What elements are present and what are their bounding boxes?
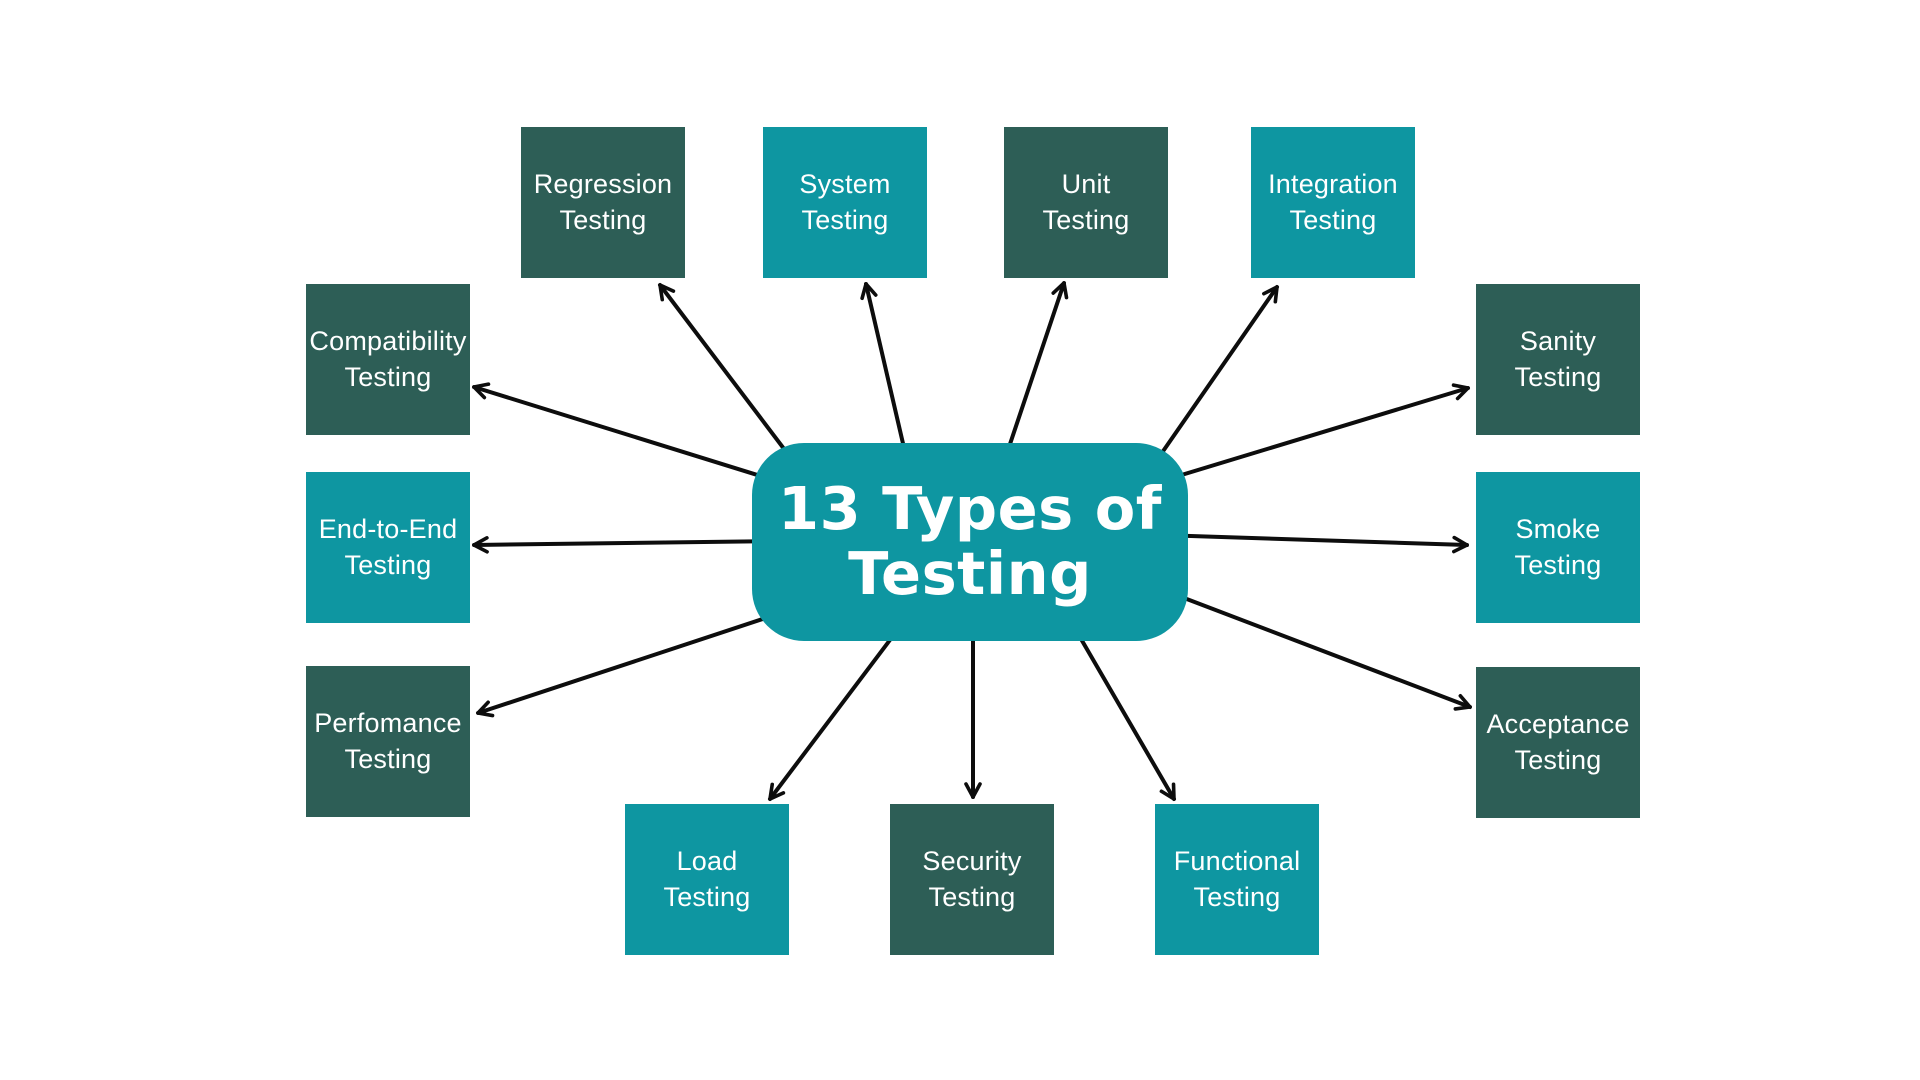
node-label-line2: Testing: [1042, 204, 1130, 235]
node-label-line1: Perfomance: [314, 707, 462, 738]
node-label-line2: Testing: [1514, 549, 1602, 580]
node-label-line1: Unit: [1061, 168, 1111, 199]
node-label-line2: Testing: [1514, 361, 1602, 392]
node-unit-testing: Unit Testing: [1004, 127, 1168, 278]
node-sanity-testing: Sanity Testing: [1476, 284, 1640, 435]
node-label-line1: System: [799, 168, 891, 199]
node-label-line2: Testing: [928, 881, 1016, 912]
node-label-line1: Acceptance: [1486, 708, 1630, 739]
node-label-line2: Testing: [344, 743, 432, 774]
arrow-to-sanity-icon: [1163, 383, 1470, 482]
central-title-line1: 13 Types of: [778, 474, 1162, 544]
node-label-line1: Security: [922, 845, 1022, 876]
arrow-to-smoke-icon: [1158, 533, 1469, 554]
arrow-to-functional-icon: [1068, 618, 1176, 801]
arrow-to-unit-icon: [1001, 281, 1069, 467]
node-label-line1: Load: [676, 845, 738, 876]
node-end-to-end-testing: End-to-End Testing: [306, 472, 470, 623]
node-integration-testing: Integration Testing: [1251, 127, 1415, 278]
arrow-to-acceptance-icon: [1148, 583, 1472, 711]
node-label-line1: Smoke: [1515, 513, 1601, 544]
node-security-testing: Security Testing: [890, 804, 1054, 955]
node-label-line1: Compatibility: [309, 325, 467, 356]
node-label-line2: Testing: [1289, 204, 1377, 235]
arrow-to-end-to-end-icon: [472, 536, 782, 554]
node-system-testing: System Testing: [763, 127, 927, 278]
arrow-to-perfomance-icon: [476, 608, 792, 718]
node-label-line2: Testing: [344, 361, 432, 392]
node-label-line2: Testing: [801, 204, 889, 235]
node-label-line1: End-to-End: [318, 513, 458, 544]
node-functional-testing: Functional Testing: [1155, 804, 1319, 955]
node-perfomance-testing: Perfomance Testing: [306, 666, 470, 817]
node-acceptance-testing: Acceptance Testing: [1476, 667, 1640, 818]
node-label-line2: Testing: [1514, 744, 1602, 775]
node-label-line1: Regression: [533, 168, 673, 199]
central-title-line2: Testing: [848, 539, 1092, 608]
node-label-line1: Functional: [1173, 845, 1301, 876]
arrow-to-system-icon: [860, 282, 910, 467]
node-load-testing: Load Testing: [625, 804, 789, 955]
arrow-to-compatibility-icon: [472, 382, 782, 484]
node-label-line2: Testing: [663, 881, 751, 912]
central-title-box: 13 Types of Testing: [752, 443, 1188, 641]
node-regression-testing: Regression Testing: [521, 127, 685, 278]
node-label-line2: Testing: [344, 549, 432, 580]
node-label-line1: Integration: [1268, 168, 1398, 199]
arrow-to-load-icon: [768, 618, 907, 801]
node-label-line2: Testing: [1193, 881, 1281, 912]
node-compatibility-testing: Compatibility Testing: [306, 284, 470, 435]
node-smoke-testing: Smoke Testing: [1476, 472, 1640, 623]
arrow-to-integration-icon: [1148, 285, 1279, 472]
node-label-line2: Testing: [559, 204, 647, 235]
arrow-to-regression-icon: [658, 283, 802, 472]
node-label-line1: Sanity: [1519, 325, 1597, 356]
